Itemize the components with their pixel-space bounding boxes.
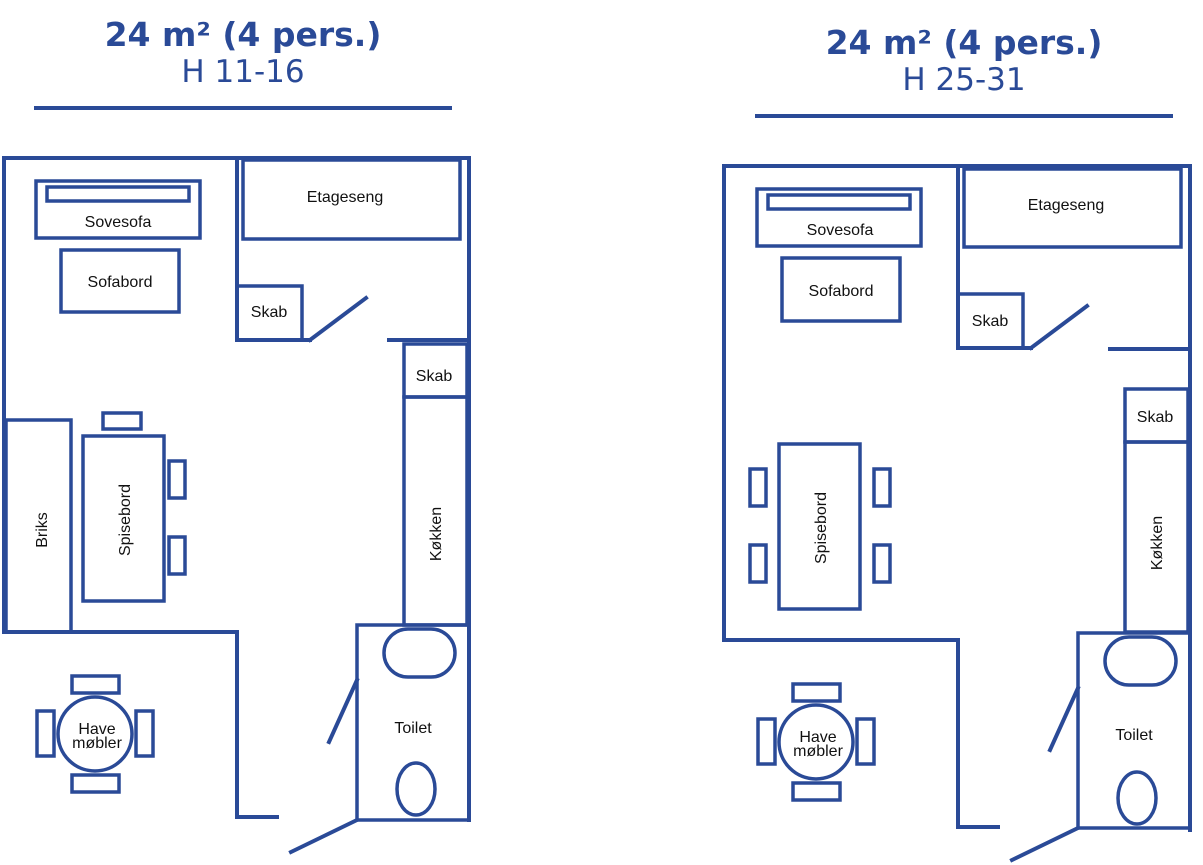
plan-1-dining-table [81, 434, 166, 603]
plan-1-sink [382, 627, 457, 679]
plan-2-chair [748, 543, 768, 584]
plan-1-kitchen-label: Køkken [428, 507, 445, 561]
plan-2-garden-chair [756, 717, 777, 766]
plan-2-coffee-table [780, 256, 902, 323]
plan-2-bunk-bed-label: Etageseng [1028, 197, 1105, 214]
plan-1-garden-label-2: møbler [72, 735, 122, 752]
plan-1-chair [101, 411, 143, 431]
plan-1-toilet-label: Toilet [394, 720, 432, 737]
plan-2-sofa [755, 187, 923, 248]
plan-1-bunk-bed-label: Etageseng [307, 189, 384, 206]
plan-2-garden-chair [855, 717, 876, 766]
plan-1-toilet-bowl [395, 761, 437, 817]
plan-2-garden-label-2: møbler [793, 743, 843, 760]
plan-1-sofa-back [45, 185, 191, 203]
plan-1-outer-wall [2, 156, 471, 634]
plan-1-cabinet-1 [235, 284, 304, 342]
plan-2-sofa-label: Sovesofa [807, 222, 874, 239]
plan-2-dining-table-label: Spisebord [813, 492, 830, 564]
plan-1-cabinet-2-label: Skab [416, 368, 453, 385]
plan-1-daybed [4, 418, 73, 634]
plan-2-garden-chair [791, 781, 842, 802]
plan-2-garden-chair [791, 682, 842, 703]
plan-2-title: 24 m² (4 pers.) H 25-31 [756, 23, 1172, 99]
plan-2-kitchen-label: Køkken [1149, 516, 1166, 570]
plan-2-dining-table [777, 442, 862, 611]
plan-2-chair [872, 543, 892, 584]
plan-2-cabinet-1 [956, 292, 1025, 350]
plan-1-toilet-room [355, 623, 471, 822]
plan-1-bunk-bed [241, 158, 462, 241]
plan-2-cabinet-2-label: Skab [1137, 409, 1174, 426]
plan-1-garden-chair [70, 773, 121, 794]
plan-1-coffee-table-label: Sofabord [88, 274, 153, 291]
plan-1-garden-chair [134, 709, 155, 758]
plan-2-outer-wall [722, 164, 1192, 642]
plan-1-title: 24 m² (4 pers.) H 11-16 [36, 15, 450, 91]
plan-2-unit-label: H 25-31 [902, 62, 1026, 98]
plan-2-toilet-label: Toilet [1115, 727, 1153, 744]
plan-2-chair [748, 467, 768, 508]
plan-1-toilet-door [326, 677, 360, 745]
plan-1-bedroom-door [307, 295, 369, 343]
plan-2: Sovesofa Sofabord Etageseng Skab Skab Sp… [722, 114, 1192, 863]
plan-1-garden-chair [35, 709, 56, 758]
plan-1-chair [167, 459, 187, 500]
plan-2-toilet-bowl [1116, 770, 1158, 826]
plan-2-area-label: 24 m² (4 pers.) [825, 23, 1103, 62]
plan-1-sofa [34, 179, 202, 240]
plan-2-sofa-back [766, 193, 912, 211]
plan-1-area-label: 24 m² (4 pers.) [104, 15, 382, 54]
plan-2-bedroom-door [1028, 303, 1090, 351]
plan-2-sink [1103, 635, 1178, 687]
plan-2-toilet-door-outer [1009, 825, 1081, 863]
plan-2-coffee-table-label: Sofabord [809, 283, 874, 300]
plan-1-toilet-door-outer [288, 817, 360, 855]
plan-1-garden-chair [70, 674, 121, 695]
plan-1-cabinet-1-label: Skab [251, 304, 288, 321]
plan-1-garden-label-1: Have [78, 721, 115, 738]
plan-2-bunk-bed [962, 167, 1183, 249]
plan-1-dining-table-label: Spisebord [117, 484, 134, 556]
plan-1-daybed-label: Briks [34, 512, 51, 548]
plan-2-toilet-room [1076, 631, 1192, 830]
plan-1: Sovesofa Sofabord Etageseng Skab Skab Br… [2, 106, 471, 855]
plan-1-garden-table [56, 695, 134, 773]
plan-1-sofa-label: Sovesofa [85, 214, 152, 231]
plan-1-coffee-table [59, 248, 181, 314]
plan-1-chair [167, 535, 187, 576]
plan-2-garden-table [777, 703, 855, 781]
plan-2-garden-label-1: Have [799, 729, 836, 746]
plan-1-unit-label: H 11-16 [181, 54, 305, 90]
plan-2-chair [872, 467, 892, 508]
plan-2-toilet-door [1047, 685, 1081, 753]
plan-2-cabinet-1-label: Skab [972, 313, 1009, 330]
